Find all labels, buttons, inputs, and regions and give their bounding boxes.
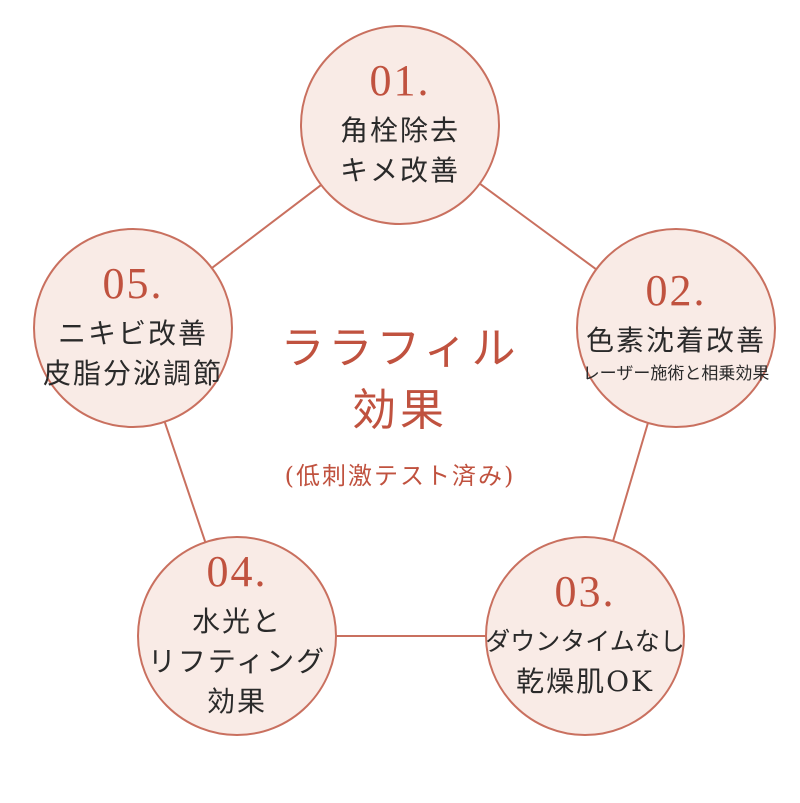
item-number: 04. [206,547,268,596]
item-text: ダウンタイムなし [485,627,685,656]
item-text: 角栓除去 [339,114,460,147]
center-label: ララフィル 効果 (低刺激テスト済み) [250,318,550,491]
item-text: 皮脂分泌調節 [42,357,223,390]
item-text: レーザー施術と相乗効果 [582,364,770,384]
item-text: 効果 [206,685,267,718]
item-text: キメ改善 [339,154,460,187]
item-01-circle: 01. 角栓除去 キメ改善 [300,25,500,225]
item-number: 03. [554,567,616,616]
item-text: 乾燥肌OK [516,665,654,698]
center-title-line1: ララフィル [280,323,520,374]
item-number: 02. [645,266,707,315]
item-04-circle: 04. 水光と リフティング 効果 [137,536,337,736]
item-02-circle: 02. 色素沈着改善 レーザー施術と相乗効果 [576,228,776,428]
item-number: 01. [369,56,431,105]
item-03-circle: 03. ダウンタイムなし 乾燥肌OK [485,536,685,736]
item-text: 水光と [191,605,282,638]
item-text: リフティング [147,645,327,678]
center-title-line2: 効果 [352,385,448,436]
item-05-circle: 05. ニキビ改善 皮脂分泌調節 [33,228,233,428]
item-number: 05. [102,259,164,308]
center-subtitle: (低刺激テスト済み) [284,462,516,490]
item-text: 色素沈着改善 [585,324,766,357]
item-text: ニキビ改善 [57,317,208,350]
